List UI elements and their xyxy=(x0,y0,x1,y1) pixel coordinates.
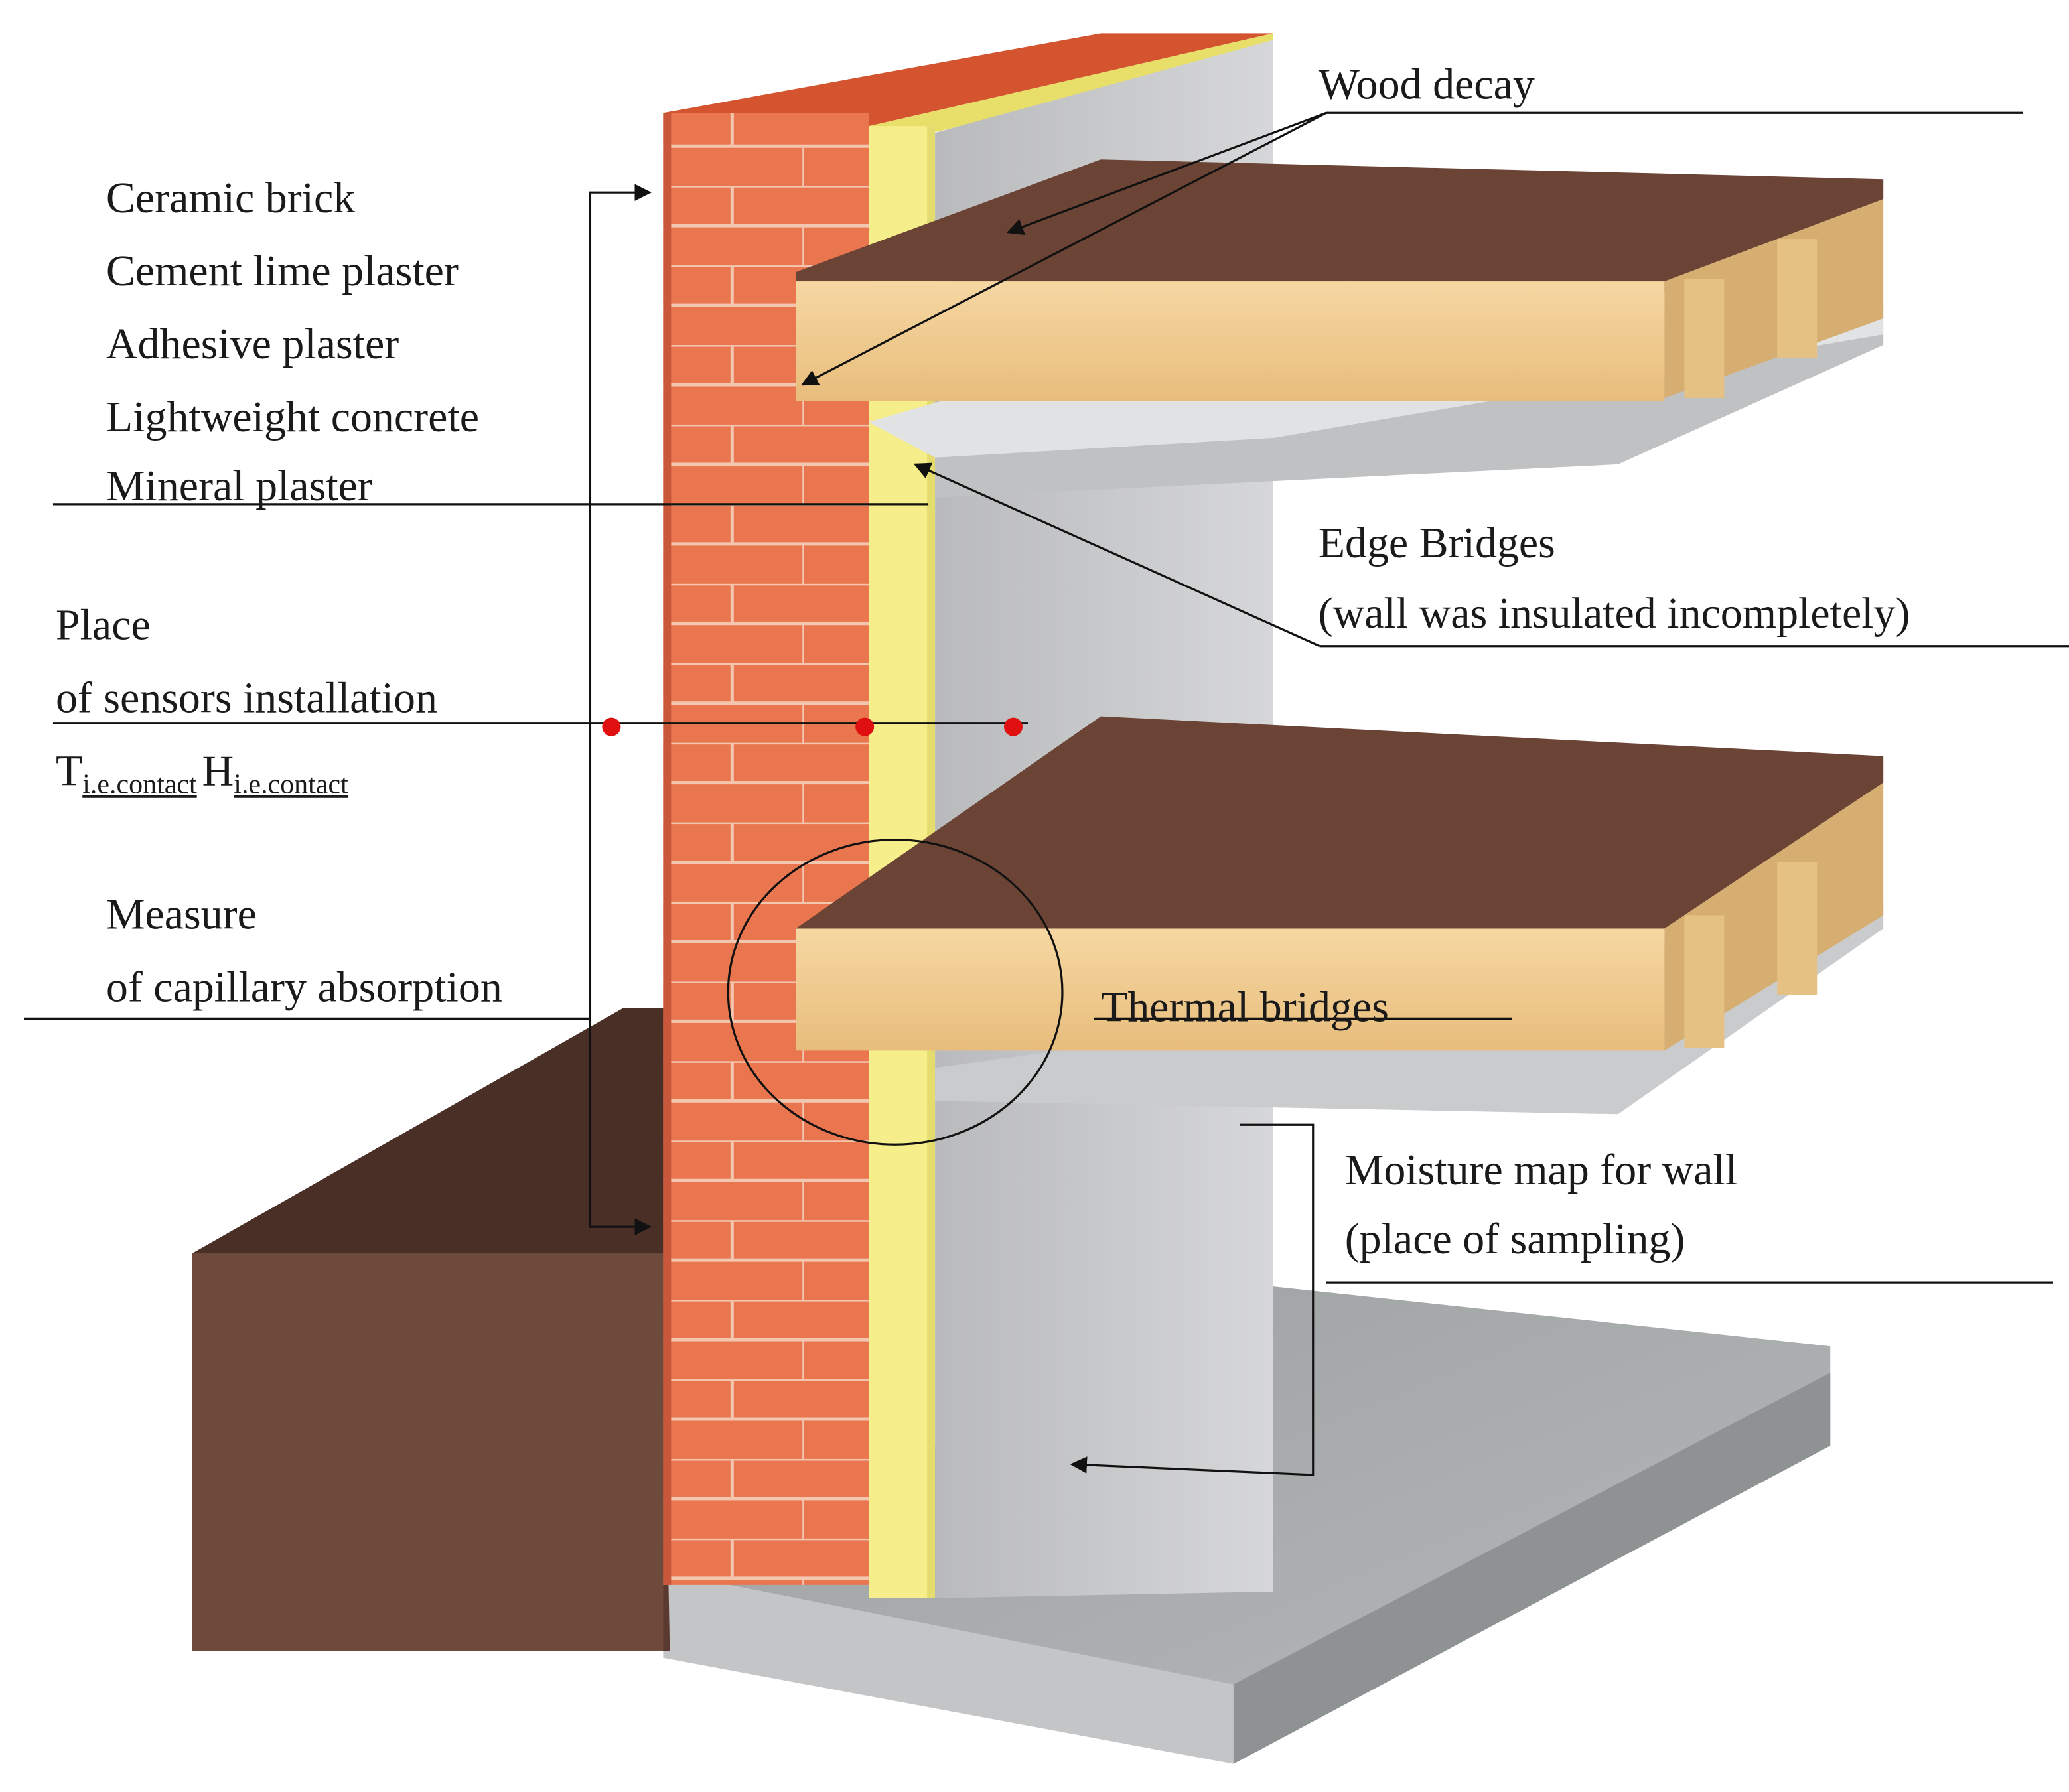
label-cement-lime-plaster: Cement lime plaster xyxy=(106,247,459,295)
sensor-dot-outer xyxy=(602,717,621,736)
label-moisture-map: Moisture map for wall xyxy=(1345,1146,1737,1194)
label-place: Place xyxy=(56,601,151,650)
label-sensors-installation: of sensors installation xyxy=(56,674,437,723)
label-mineral-plaster: Mineral plaster xyxy=(106,462,372,510)
foundation-block xyxy=(192,1008,670,1651)
brick-bracket-arrow xyxy=(589,184,652,1235)
label-capillary-absorption: of capillary absorption xyxy=(106,963,502,1011)
sensor-dot-middle xyxy=(855,717,875,736)
label-thermal-bridges: Thermal bridges xyxy=(1101,983,1389,1031)
label-edge-bridges: Edge Bridges xyxy=(1319,519,1555,567)
wood-decay-arrow-1 xyxy=(1006,111,1327,236)
sensor-h-subscript: i.e.contact xyxy=(234,770,348,800)
sensor-dot-inner xyxy=(1004,717,1023,736)
label-lightweight-concrete: Lightweight concrete xyxy=(106,393,479,441)
upper-floor-assembly xyxy=(796,159,1884,498)
sensor-h-symbol: H xyxy=(202,747,234,795)
label-edge-bridges-note: (wall was insulated incompletely) xyxy=(1319,589,1910,638)
label-adhesive-plaster: Adhesive plaster xyxy=(106,320,399,368)
wood-decay-arrow-2 xyxy=(800,111,1327,386)
sensor-points xyxy=(602,717,1023,736)
text-labels: Wood decay Ceramic brick Cement lime pla… xyxy=(56,60,1910,1263)
moisture-arrow xyxy=(1070,1123,1315,1476)
label-moisture-map-note: (place of sampling) xyxy=(1345,1215,1685,1263)
sensor-t-symbol: T xyxy=(56,747,82,795)
thermal-bridge-circle xyxy=(727,838,1064,1146)
lower-floor-assembly xyxy=(796,716,1884,1115)
label-ceramic-brick: Ceramic brick xyxy=(106,174,355,222)
label-measure: Measure xyxy=(106,890,257,938)
edge-bridges-arrow xyxy=(913,462,1320,648)
label-wood-decay: Wood decay xyxy=(1319,60,1535,108)
sensor-t-subscript: i.e.contact xyxy=(82,770,197,800)
